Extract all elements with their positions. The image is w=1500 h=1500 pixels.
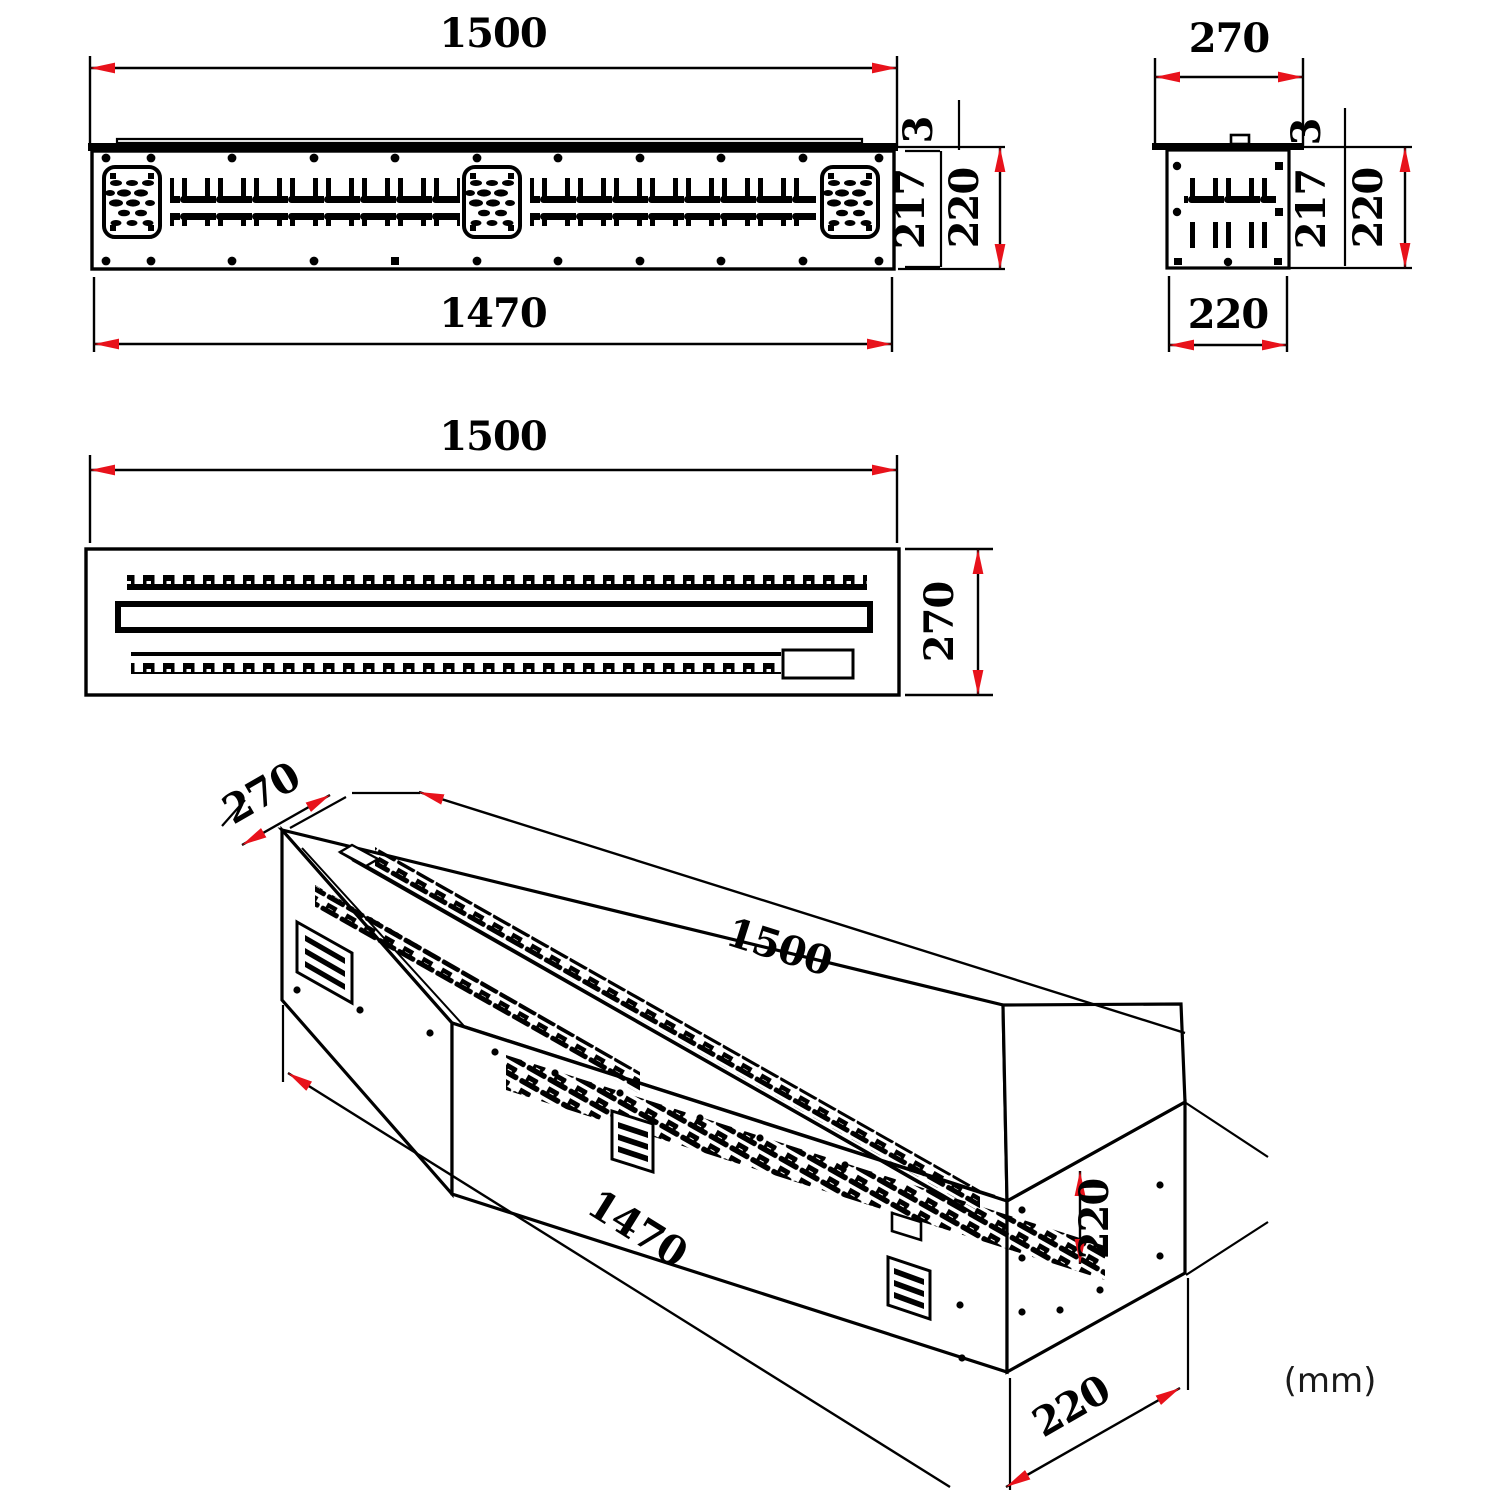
dim-iso-depth: 270 [215,753,347,847]
side-elevation-view: 270 220 [1152,15,1412,352]
iso-vent-panel-left [295,919,354,1006]
dim-side-overall-depth: 270 [1153,15,1305,146]
dim-label-front-lip: 3 [895,117,942,144]
dim-side-heights: 3 217 220 [1283,108,1412,270]
front-inner-lip [115,137,864,145]
side-screw-dots [1172,161,1283,267]
front-top-flange [88,143,898,151]
front-screw-row-bottom [101,256,884,266]
plan-burner-band-lower [131,652,781,674]
iso-front-burner-row [506,1055,1105,1280]
dim-side-body-depth: 220 [1167,276,1289,352]
side-top-boss [1229,133,1251,146]
dim-plan-depth: 270 [905,547,993,697]
dim-iso-height: 220 [1071,1102,1269,1276]
dim-label-front-body-height: 217 [887,169,934,250]
plan-burner-band-upper [127,570,867,592]
front-burner-band-right [530,178,816,226]
iso-vent-panel-center [610,1108,655,1175]
dim-label-side-body-height: 217 [1288,169,1335,250]
plan-top-view: 1500 270 [84,413,993,697]
plan-center-channel [115,601,873,633]
iso-top-inner-rim [301,847,996,1197]
dim-front-body-length: 1470 [92,277,894,352]
iso-top-burner-rows [315,847,980,1212]
side-top-flange [1152,143,1304,150]
front-burner-band-left [170,178,460,226]
isometric-view: 270 1500 1470 220 220 [215,753,1269,1490]
plan-control-box [781,648,855,680]
dim-label-front-overall-height: 220 [941,168,988,249]
front-screw-row-top [101,153,884,163]
dim-label-side-lip: 3 [1283,119,1330,146]
dim-front-overall-length: 1500 [88,10,899,146]
iso-screw-dots [293,986,1164,1362]
dim-label-plan-depth: 270 [916,582,963,663]
dim-label-side-overall-height: 220 [1345,168,1392,249]
front-elevation-view: 1500 [88,10,1006,352]
dim-label-side-depth: 270 [1189,15,1270,62]
dim-label-plan-length: 1500 [439,413,546,460]
dim-label-side-body-depth: 220 [1188,291,1269,338]
iso-vent-panel-right [886,1254,932,1322]
side-body-outline [1165,148,1291,270]
front-vent-panel-left [102,165,162,239]
units-note: (mm) [1284,1361,1377,1401]
dim-plan-length: 1500 [88,413,899,543]
side-burner-band-upper [1184,178,1276,204]
front-vent-panel-right [820,165,880,239]
dim-label-iso-end-depth: 220 [1025,1366,1118,1447]
dim-label-front-length: 1500 [439,10,546,57]
iso-control-window [890,1211,923,1242]
iso-right-rim-face [1001,1002,1187,1204]
front-vent-panel-center [462,165,522,239]
dim-front-heights: 3 217 220 [887,100,1006,271]
dim-label-iso-height: 220 [1071,1179,1118,1260]
dim-label-iso-depth: 270 [215,753,308,834]
dim-label-front-body-length: 1470 [439,290,546,337]
side-burner-band-lower [1184,222,1276,248]
iso-center-channel-edge [351,859,957,1205]
